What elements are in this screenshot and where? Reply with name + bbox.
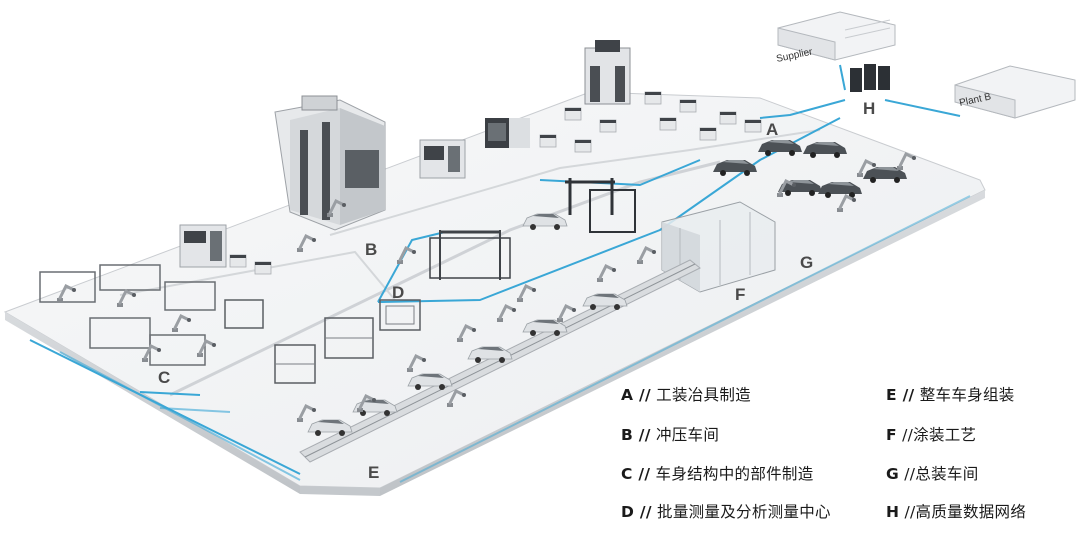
zone-label-g: G	[800, 253, 813, 272]
supplier-label: Supplier	[775, 46, 814, 65]
legend-item-h: H //高质量数据网络	[886, 500, 1026, 522]
legend-item-f: F //涂装工艺	[886, 423, 976, 445]
legend-key: F	[886, 426, 897, 444]
zone-label-b: B	[365, 240, 377, 259]
press-shop-building	[274, 95, 386, 231]
zone-label-a: A	[766, 120, 778, 139]
legend-key: D //	[621, 503, 652, 521]
zone-label-f: F	[735, 285, 745, 304]
legend-key: A //	[621, 386, 651, 404]
tooling-tower	[584, 40, 631, 105]
legend-text: 批量测量及分析测量中心	[651, 503, 831, 521]
machine-tools	[39, 91, 762, 384]
legend-item-a: A // 工装冶具制造	[621, 383, 751, 405]
legend-text: 整车车身组装	[914, 386, 1015, 404]
legend-item-d: D // 批量测量及分析测量中心	[621, 500, 831, 522]
legend: A // 工装冶具制造 B // 冲压车间 C // 车身结构中的部件制造 D …	[621, 383, 1061, 533]
legend-text: 工装冶具制造	[650, 386, 751, 404]
supplier-building	[777, 11, 896, 61]
legend-key: C //	[621, 465, 651, 483]
floor-platform	[3, 91, 986, 496]
legend-item-b: B // 冲压车间	[621, 423, 719, 445]
legend-item-g: G //总装车间	[886, 462, 979, 484]
legend-item-c: C // 车身结构中的部件制造	[621, 462, 814, 484]
legend-key: H	[886, 503, 900, 521]
measurement-center	[429, 178, 636, 280]
legend-text: //涂装工艺	[896, 426, 977, 444]
zone-label-d: D	[392, 283, 404, 302]
data-server	[850, 64, 890, 92]
zone-label-c: C	[158, 368, 170, 387]
legend-key: G	[886, 465, 900, 483]
legend-key: B //	[621, 426, 651, 444]
legend-text: //总装车间	[899, 465, 979, 483]
data-network	[29, 64, 971, 483]
zone-label-h: H	[863, 99, 875, 118]
plant-b-building	[954, 65, 1076, 119]
legend-text: 冲压车间	[650, 426, 720, 444]
zone-label-e: E	[368, 463, 379, 482]
legend-text: 车身结构中的部件制造	[650, 465, 814, 483]
legend-key: E //	[886, 386, 915, 404]
legend-item-e: E // 整车车身组装	[886, 383, 1015, 405]
legend-text: //高质量数据网络	[899, 503, 1027, 521]
